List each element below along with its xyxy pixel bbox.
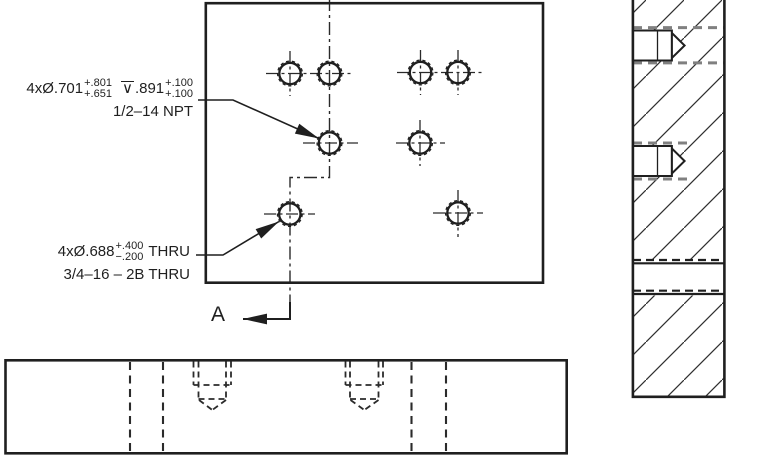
thru-tol-upper: +.400 [115, 240, 144, 252]
hole [277, 202, 302, 226]
thru-tolerance-stack: +.400 −.200 [115, 241, 143, 263]
hole [446, 60, 470, 85]
hole [317, 61, 342, 86]
hatch-lower [634, 295, 724, 397]
bottom-view-outline [4, 358, 569, 455]
side-tapped-hole-2-thread-dashes [633, 141, 689, 181]
thru-thread-spec: 3/4–16 – 2B THRU [63, 266, 190, 283]
section-cutting-line [289, 0, 331, 303]
plate-outline [204, 1, 545, 285]
thru-spec: 4xØ.688 [57, 243, 115, 261]
npt-depth-tol-lower: +.100 [165, 88, 193, 100]
hole [317, 131, 342, 155]
npt-thread-spec: 1/2–14 NPT [112, 103, 193, 120]
npt-dia-tol-lower: +.651 [84, 88, 112, 100]
side-view-outline [631, 0, 726, 399]
section-label: A [211, 303, 226, 326]
blind-tapped-hole-b [344, 361, 384, 411]
side-tapped-hole-1 [631, 29, 687, 62]
hole [446, 201, 470, 225]
npt-callout-line1: 4xØ.701 +.801 +.651 ∨.891 +.100 +.100 [26, 76, 193, 102]
leader-arrow-npt [198, 99, 320, 140]
npt-depth-group: ∨.891 [120, 80, 165, 98]
hole [408, 60, 433, 85]
plate-holes [277, 60, 470, 226]
hole [408, 131, 432, 155]
npt-hole-callout: 4xØ.701 +.801 +.651 ∨.891 +.100 +.100 1/… [26, 76, 193, 121]
thru-tol-lower: −.200 [115, 251, 144, 263]
front-view [196, 0, 545, 325]
npt-dia-tolerance-stack: +.801 +.651 [84, 78, 112, 100]
side-section-view [631, 0, 726, 399]
side-hole-band [632, 258, 725, 296]
npt-spec: 4xØ.701 [26, 80, 84, 98]
npt-dia-tol-upper: +.801 [84, 77, 112, 89]
npt-depth-value: .891 [134, 80, 165, 98]
section-arrow [243, 302, 291, 325]
thru-keyword: THRU [148, 243, 190, 261]
thru-hole-hidden-lines [128, 362, 448, 452]
thru-hole-callout: 4xØ.688 +.400 −.200 THRU 3/4–16 – 2B THR… [58, 239, 190, 284]
thru-callout-line1: 4xØ.688 +.400 −.200 THRU [58, 239, 190, 265]
bottom-section-view [4, 358, 569, 455]
leader-arrow-thru [196, 220, 280, 256]
blind-tapped-hole-a [192, 361, 232, 411]
thread-rings [276, 59, 472, 228]
side-tapped-hole-2 [631, 145, 687, 177]
side-tapped-hole-1-thread-dashes [633, 26, 724, 65]
hole [278, 61, 302, 86]
depth-symbol-icon: ∨ [120, 80, 134, 98]
npt-depth-tol-upper: +.100 [165, 77, 193, 89]
npt-depth-tolerance-stack: +.100 +.100 [165, 78, 193, 100]
